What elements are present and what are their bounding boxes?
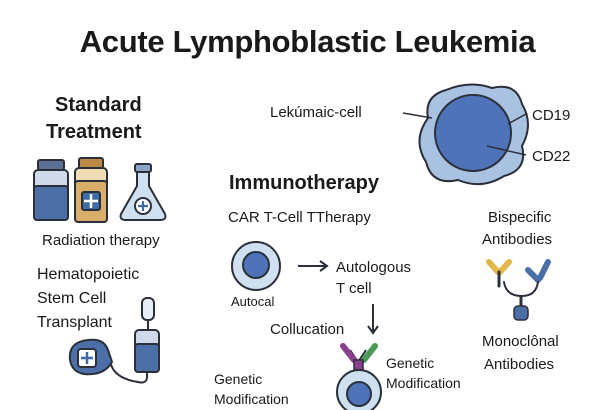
vial-medicine-icon bbox=[74, 157, 108, 223]
cell-label-pointer bbox=[402, 112, 433, 119]
arrow-down-icon bbox=[367, 304, 379, 335]
autocal-label: Autocal bbox=[231, 294, 275, 309]
arrow-right-icon bbox=[298, 260, 329, 272]
cd19-pointer bbox=[507, 113, 527, 125]
genetic-modification-right-line1: Genetic bbox=[386, 355, 435, 371]
cd19-label: CD19 bbox=[532, 107, 571, 124]
hsct-label-line2: Stem Cell bbox=[37, 290, 107, 307]
genetic-modification-left-line2: Modification bbox=[214, 391, 289, 407]
transplant-medical-icon bbox=[68, 338, 113, 376]
leukemic-cell-label: Lekúmaic-cell bbox=[270, 104, 362, 121]
radiation-therapy-label: Radiation therapy bbox=[42, 232, 160, 249]
bispecific-label-line2: Antibodies bbox=[482, 231, 553, 248]
monoclonal-antibody-icon bbox=[503, 281, 539, 321]
cd22-label: CD22 bbox=[532, 148, 571, 165]
autologous-label-line1: Autologous bbox=[336, 259, 412, 276]
standard-treatment-heading-line2: Treatment bbox=[46, 121, 142, 143]
monoclonal-label-line2: Antibodies bbox=[484, 356, 555, 373]
flask-medicine-icon bbox=[119, 163, 167, 221]
vial-blue-icon bbox=[33, 159, 69, 221]
immunotherapy-heading: Immunotherapy bbox=[229, 172, 380, 194]
bispecific-label-line1: Bispecific bbox=[488, 209, 552, 226]
iv-bag-icon bbox=[109, 297, 160, 384]
leukemic-cell-icon bbox=[402, 83, 529, 186]
car-t-cell-icon bbox=[336, 343, 382, 410]
page-title: Acute Lymphoblastic Leukemia bbox=[79, 24, 536, 59]
autocal-t-cell-icon bbox=[231, 241, 281, 291]
cd22-pointer bbox=[486, 145, 527, 156]
genetic-modification-right-line2: Modification bbox=[386, 375, 461, 391]
autologous-label-line2: T cell bbox=[336, 280, 372, 297]
collucation-label: Collucation bbox=[270, 321, 345, 338]
hsct-label-line1: Hematopoietic bbox=[37, 266, 140, 283]
monoclonal-label-line1: Monoclônal bbox=[482, 333, 559, 350]
genetic-modification-left-line1: Genetic bbox=[214, 371, 263, 387]
car-t-cell-therapy-label: CAR T-Cell TTherapy bbox=[228, 209, 371, 226]
hsct-label-line3: Transplant bbox=[37, 314, 112, 331]
bispecific-antibody-icon bbox=[486, 259, 551, 288]
standard-treatment-heading-line1: Standard bbox=[55, 94, 142, 116]
